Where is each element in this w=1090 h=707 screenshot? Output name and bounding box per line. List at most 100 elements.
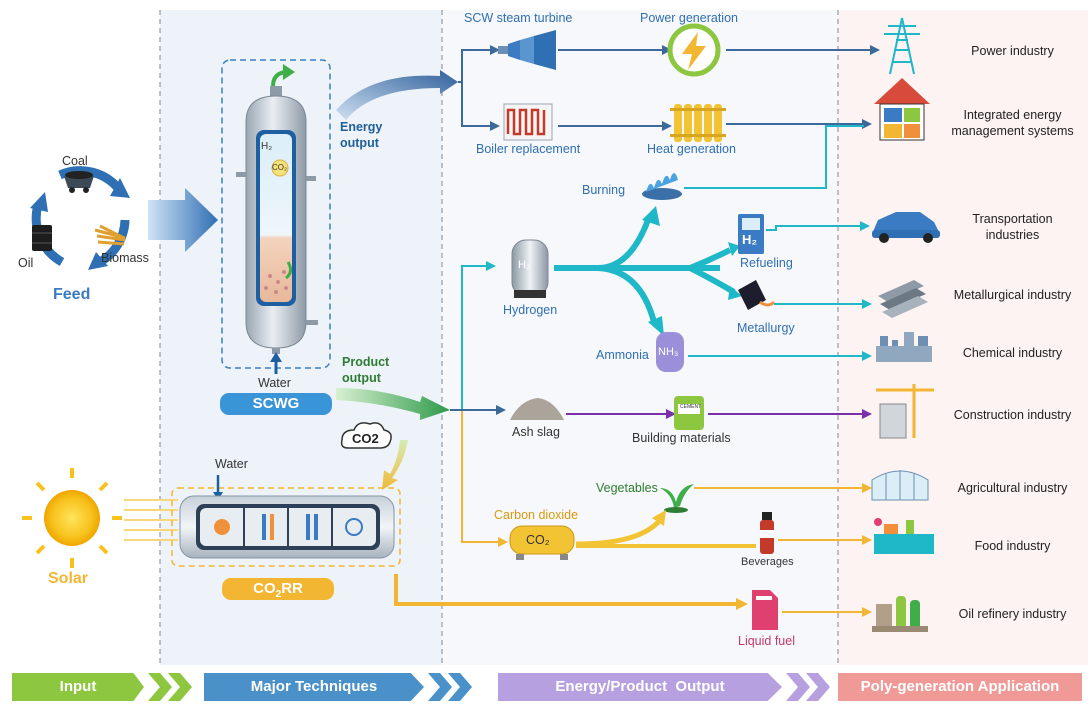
vegetables-label: Vegetables: [596, 481, 658, 495]
boiler-label: Boiler replacement: [476, 142, 581, 156]
app-iems-line1: Integrated energy: [963, 108, 1062, 122]
co2rr-to-fuel-line: [394, 574, 738, 606]
feed-title: Feed: [53, 286, 91, 303]
h2-pump-icon: [738, 214, 764, 254]
product-output-line2: output: [342, 371, 381, 385]
burning-label: Burning: [582, 183, 626, 197]
band-techniques: Major Techniques: [204, 673, 424, 701]
energy-output-label: Energy output: [340, 119, 382, 151]
car-icon: [872, 212, 940, 243]
steam-turbine-icon: [498, 30, 556, 70]
oil-barrel-icon: [32, 225, 52, 251]
greenhouse-icon: [871, 470, 929, 501]
app-transport-line2: industries: [985, 227, 1040, 242]
steel-beams-icon: [878, 280, 928, 318]
co2-to-veg-arrow: [575, 518, 662, 547]
sun-icon: [22, 468, 122, 568]
co2rr-label-end: RR: [281, 580, 303, 597]
co2rr-label-main: CO: [253, 580, 276, 597]
liquid-fuel-label: Liquid fuel: [738, 634, 795, 648]
feed-to-scwg-arrow: [148, 188, 218, 252]
ammonia-tank-icon: [656, 332, 684, 372]
plant-icon: [660, 484, 694, 513]
product-main-branch: [461, 410, 500, 543]
nh3-label: NH₃: [658, 346, 679, 358]
product-output-arrow: [336, 388, 450, 420]
carbon-dioxide-label: Carbon dioxide: [494, 508, 579, 522]
food-factory-icon: [874, 518, 934, 554]
app-agricultural: Agricultural industry: [957, 481, 1068, 495]
app-construction: Construction industry: [953, 408, 1072, 422]
solar-title: Solar: [48, 570, 89, 587]
h2-pump-label: H₂: [742, 232, 758, 247]
ammonia-label: Ammonia: [596, 348, 649, 362]
co2-cloud-label: CO2: [352, 431, 379, 446]
co2rr-label: CO2RR: [222, 578, 334, 600]
cement-label: CEMENT: [680, 404, 702, 410]
chemical-plant-icon: [876, 332, 932, 362]
biomass-icon: [94, 224, 126, 246]
hydrogen-tank-icon: [511, 239, 549, 298]
ash-slag-label: Ash slag: [512, 425, 560, 439]
hydrogen-label: Hydrogen: [503, 303, 558, 317]
coal-label: Coal: [62, 154, 88, 168]
co2-bubble-label: CO₂: [272, 163, 288, 172]
lightning-icon: [667, 23, 721, 77]
power-tower-icon: [884, 17, 920, 75]
band-input: Input: [12, 673, 144, 701]
coal-cart-icon: [64, 171, 94, 193]
metallurgy-label: Metallurgy: [737, 321, 795, 335]
energy-output-line1: Energy: [340, 120, 383, 134]
refueling-label: Refueling: [740, 256, 793, 270]
beverages-label: Beverages: [741, 556, 794, 568]
metallurgy-icon: [738, 280, 776, 310]
co2rr-water-label: Water: [215, 457, 248, 471]
app-power: Power industry: [971, 44, 1054, 58]
jerrycan-icon: [752, 590, 778, 630]
scwg-water-label: Water: [258, 376, 291, 390]
band-chevrons: [148, 673, 830, 701]
cement-bag-icon: [674, 396, 704, 430]
app-chemical: Chemical industry: [962, 346, 1063, 360]
co2-tank-icon: [509, 525, 575, 560]
power-gen-label: Power generation: [640, 11, 738, 25]
burning-to-iems-line: [684, 125, 864, 189]
scwg-label: SCWG: [220, 393, 332, 415]
product-output-line1: Product: [342, 355, 390, 369]
h2-tank-label: H₂: [518, 259, 531, 271]
co2rr-label-sub: 2: [275, 589, 282, 600]
co2rr-reactor: [179, 495, 395, 559]
ash-pile-icon: [510, 398, 564, 420]
construction-crane-icon: [876, 384, 934, 439]
co2-cloud-icon: [340, 422, 392, 449]
building-materials-label: Building materials: [632, 431, 731, 445]
refinery-icon: [872, 596, 928, 632]
energy-branch-lines: [458, 49, 872, 127]
app-oil-refinery: Oil refinery industry: [958, 607, 1067, 621]
product-output-label: Product output: [342, 354, 389, 386]
sun-rays-lines: [124, 499, 178, 541]
band-application: Poly-generation Application: [838, 673, 1082, 701]
hydrogen-branch: [461, 265, 488, 410]
app-iems-line2: management systems: [951, 123, 1074, 138]
boiler-icon: [503, 103, 553, 141]
band-output: Energy/Product Output: [498, 673, 782, 701]
beverage-bottle-icon: [760, 512, 774, 554]
scwg-reactor: [236, 86, 318, 354]
app-food: Food industry: [974, 539, 1051, 553]
app-transport-line1: Transportation: [972, 212, 1053, 226]
smart-house-icon: [874, 78, 930, 141]
biomass-label: Biomass: [101, 251, 149, 265]
co2-tank-label: CO₂: [526, 533, 550, 547]
co2-down-arrow: [382, 440, 408, 490]
heat-gen-label: Heat generation: [647, 142, 736, 156]
energy-output-line2: output: [340, 136, 379, 150]
gas-burner-icon: [642, 173, 682, 200]
hydrogen-distribution-arrows: [554, 218, 736, 323]
h2-bubble-label: H₂: [261, 141, 273, 152]
radiator-icon: [670, 104, 726, 142]
turbine-label: SCW steam turbine: [464, 11, 573, 25]
